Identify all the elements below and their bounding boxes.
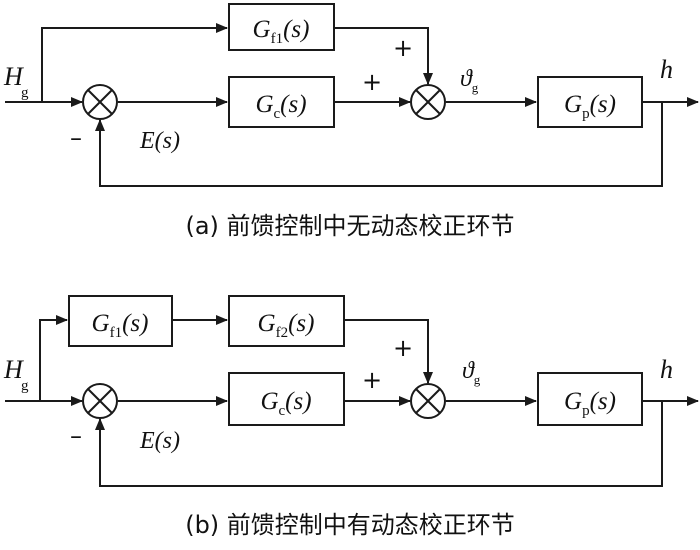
b-caption: (b) 前馈控制中有动态校正环节	[185, 511, 515, 539]
svg-text:Gc(s): Gc(s)	[255, 91, 306, 122]
a-plant-block: Gp(s)	[537, 76, 643, 128]
a-controller-block: Gc(s)	[228, 76, 335, 128]
a-caption: (a) 前馈控制中无动态校正环节	[185, 212, 514, 240]
a-summing-junction-1	[82, 84, 118, 120]
b-feedback-sign: –	[70, 422, 82, 450]
b-error-label: E(s)	[139, 428, 180, 454]
b-forward-sign: +	[362, 366, 382, 394]
b-feedforward-branch-line	[39, 315, 68, 401]
b-output-label: h	[660, 355, 673, 384]
svg-text:Gf1(s): Gf1(s)	[92, 310, 149, 341]
svg-text:Gf2(s): Gf2(s)	[258, 310, 315, 341]
a-intermediate-label: ϑg	[460, 66, 479, 95]
a-feedforward-branch-line	[41, 23, 228, 102]
svg-text:Gp(s): Gp(s)	[564, 91, 616, 122]
b-intermediate-label: ϑg	[462, 358, 481, 387]
b-feedback-line	[95, 401, 663, 487]
a-ff1-to-sum2-line	[334, 27, 433, 85]
b-plant-block: Gp(s)	[537, 372, 643, 426]
a-ff1-block: Gf1(s)	[228, 3, 335, 51]
b-summing-junction-1	[82, 383, 118, 419]
b-ff2-block: Gf2(s)	[228, 295, 345, 347]
a-forward-sign: +	[362, 68, 382, 96]
svg-text:Gp(s): Gp(s)	[564, 388, 616, 419]
a-output-label: h	[660, 55, 673, 84]
a-feedback-sign: –	[70, 124, 82, 152]
svg-text:Gf1(s): Gf1(s)	[253, 16, 310, 47]
a-feedforward-sign: +	[393, 34, 413, 62]
b-ff1-block: Gf1(s)	[68, 295, 173, 347]
b-controller-block: Gc(s)	[228, 372, 345, 426]
b-summing-junction-2	[410, 383, 446, 419]
b-ff2-to-sum2-line	[344, 319, 433, 384]
a-feedback-line	[95, 102, 663, 187]
a-error-label: E(s)	[139, 128, 180, 154]
svg-text:Gc(s): Gc(s)	[260, 388, 311, 419]
b-feedforward-sign: +	[393, 334, 413, 362]
a-summing-junction-2	[410, 84, 446, 120]
